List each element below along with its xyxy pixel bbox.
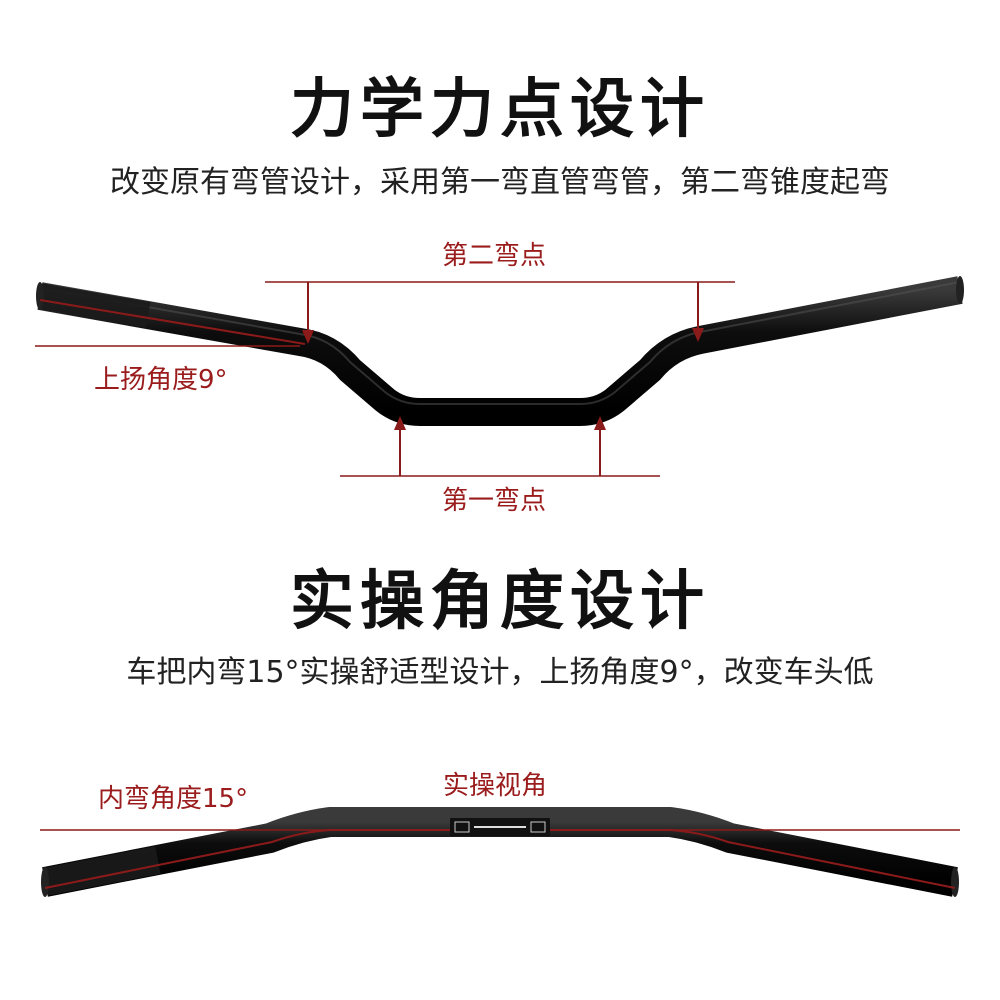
- section2-subtitle: 车把内弯15°实操舒适型设计，上扬角度9°，改变车头低: [126, 655, 874, 690]
- view-label: 实操视角: [443, 771, 548, 801]
- section1-subtitle: 改变原有弯管设计，采用第一弯直管弯管，第二弯锥度起弯: [110, 165, 890, 200]
- section2-title: 实操角度设计: [290, 565, 710, 639]
- second-bend-label: 第二弯点: [442, 241, 547, 271]
- first-bend-label: 第一弯点: [442, 486, 547, 516]
- handlebar-front: [37, 276, 963, 426]
- section1-title: 力学力点设计: [290, 73, 710, 147]
- grip-knurl-left: [37, 283, 151, 328]
- rise-angle-label: 上扬角度9°: [94, 365, 228, 395]
- inner-angle-label: 内弯角度15°: [98, 784, 249, 814]
